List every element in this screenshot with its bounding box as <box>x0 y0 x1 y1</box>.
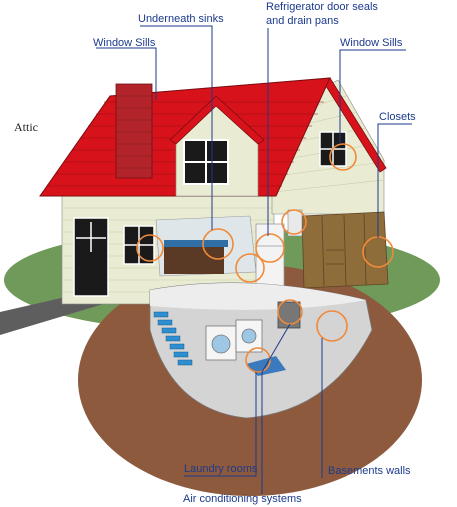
basement-stairs <box>153 311 193 366</box>
label-underneath-sinks: Underneath sinks <box>138 13 224 25</box>
hotspot-front-window-sill <box>136 234 164 262</box>
mold-hotspots <box>136 143 394 373</box>
leader-window-sills-left <box>96 47 157 100</box>
hotspot-wall-vent <box>281 209 307 235</box>
label-attic: Attic <box>14 120 38 134</box>
chimney <box>115 83 153 179</box>
hotspot-sink <box>202 228 234 260</box>
label-laundry-rooms: Laundry rooms <box>184 463 258 475</box>
kitchen-counter <box>164 240 228 247</box>
hotspot-basement-wall <box>316 310 348 342</box>
label-air-conditioning: Air conditioning systems <box>183 493 302 505</box>
hotspot-laundry <box>245 347 271 373</box>
kitchen-cabinet <box>164 246 224 274</box>
hotspot-kitchen-floor <box>235 253 265 283</box>
leader-window-sills-right <box>339 49 406 144</box>
leader-air-conditioning <box>261 323 291 494</box>
label-refrigerator-line1: Refrigerator door seals <box>266 1 378 13</box>
leader-laundry-rooms <box>184 372 257 477</box>
leader-lines <box>96 25 412 494</box>
dormer-roof <box>169 95 265 145</box>
label-refrigerator-line2: and drain pans <box>266 15 339 27</box>
roof-edge <box>325 77 387 173</box>
house <box>39 77 389 305</box>
label-window-sills-left: Window Sills <box>93 37 156 49</box>
label-closets: Closets <box>379 111 416 123</box>
hotspot-side-window-sill <box>329 143 357 171</box>
leader-closets <box>377 123 412 238</box>
label-basements-walls: Basements walls <box>328 465 411 477</box>
leader-underneath-sinks <box>140 25 213 230</box>
label-window-sills-right: Window Sills <box>340 37 403 49</box>
basement-cutaway <box>149 282 373 419</box>
driveway <box>0 296 130 335</box>
basement-ceiling <box>150 282 366 310</box>
hotspot-refrigerator <box>255 233 285 263</box>
